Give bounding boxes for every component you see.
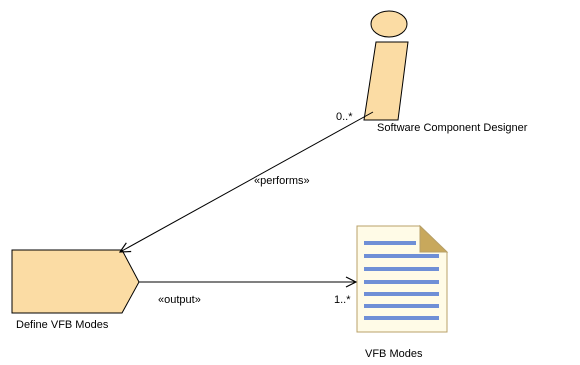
task-definition-icon: [11, 249, 140, 314]
work-product-node[interactable]: VFB Modes: [356, 224, 449, 360]
document-lines: [364, 241, 439, 320]
task-label: Define VFB Modes: [16, 319, 109, 331]
task-node[interactable]: Define VFB Modes: [11, 249, 140, 331]
performs-source-multiplicity: 0..*: [336, 111, 353, 123]
role-node[interactable]: Software Component Designer: [363, 10, 528, 134]
worker-icon: [363, 10, 409, 121]
work-product-label: VFB Modes: [365, 348, 423, 360]
output-stereotype: «output»: [158, 294, 201, 306]
document-icon: [356, 224, 449, 333]
worker-head: [370, 10, 408, 38]
performs-stereotype: «performs»: [254, 175, 310, 187]
output-target-multiplicity: 1..*: [334, 294, 351, 306]
role-label: Software Component Designer: [377, 122, 528, 134]
performs-edge[interactable]: «performs» 0..*: [120, 111, 374, 252]
worker-body: [363, 41, 409, 121]
performs-connector: [120, 111, 374, 252]
output-edge[interactable]: «output» 1..*: [139, 282, 356, 306]
document-fold: [419, 224, 449, 253]
